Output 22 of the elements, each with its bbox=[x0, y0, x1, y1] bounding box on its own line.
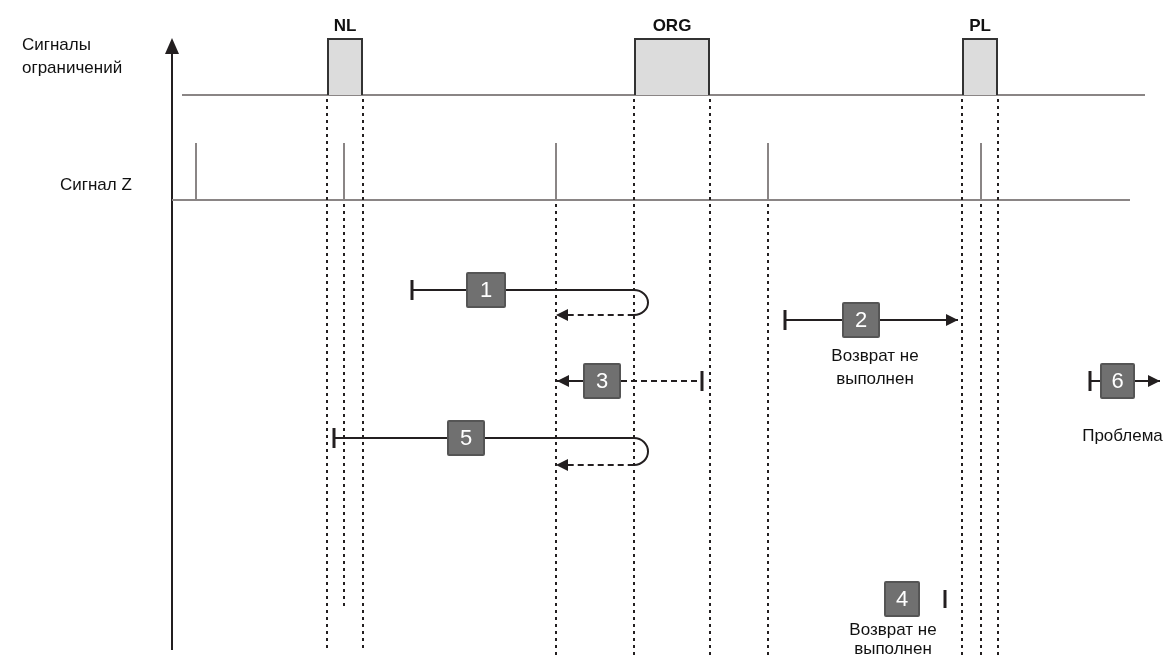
arrow bbox=[556, 375, 584, 387]
arrow bbox=[484, 437, 649, 471]
arrow bbox=[879, 314, 959, 326]
axis-label: Сигналы ограничений bbox=[22, 34, 124, 79]
step-number-box: 6 bbox=[1100, 363, 1135, 399]
step-number-box: 3 bbox=[583, 363, 621, 399]
arrow bbox=[505, 289, 649, 321]
step-number-box: 5 bbox=[447, 420, 485, 456]
limit-pulse bbox=[962, 16, 998, 95]
axis-label: Сигнал Z bbox=[60, 174, 133, 196]
limit-pulse bbox=[327, 16, 363, 95]
step-caption: Проблема bbox=[1081, 425, 1164, 447]
step-number-box: 2 bbox=[842, 302, 880, 338]
limit-pulse bbox=[634, 16, 710, 95]
signal-label: PL bbox=[969, 16, 991, 36]
step-caption: Возврат не выполнен bbox=[848, 620, 938, 658]
arrow bbox=[1134, 375, 1161, 387]
signal-label: NL bbox=[333, 16, 357, 36]
step-caption: Возврат не выполнен bbox=[830, 345, 920, 390]
signal-label: ORG bbox=[652, 16, 692, 36]
step-number-box: 1 bbox=[466, 272, 506, 308]
step-number-box: 4 bbox=[884, 581, 920, 617]
